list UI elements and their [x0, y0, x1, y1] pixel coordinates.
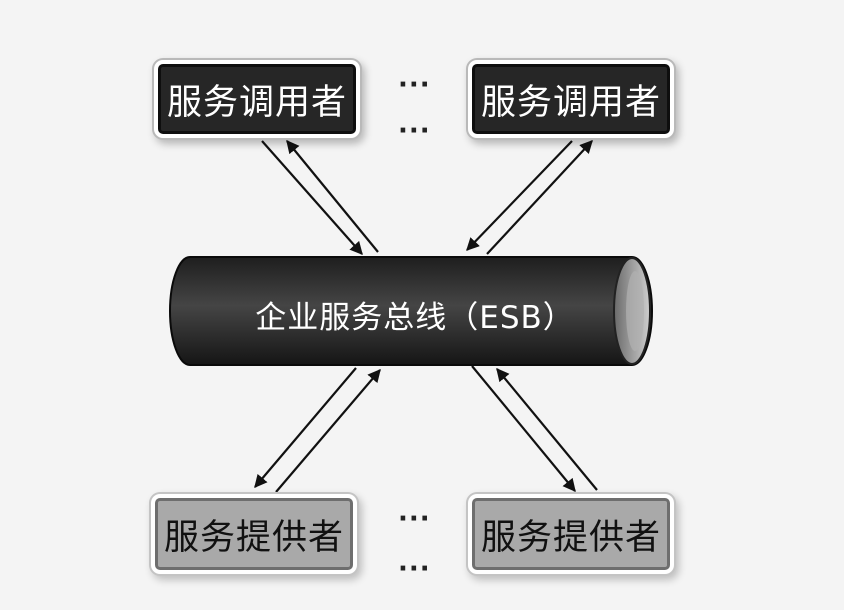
arrow-consumer-right-to-bus — [466, 140, 573, 251]
service-consumer-right: 服务调用者 — [472, 64, 670, 134]
arrow-provider-left-to-bus — [275, 369, 381, 493]
ellipsis-bottom-1: ··· — [398, 504, 431, 534]
ellipsis-bottom-2: ··· — [398, 554, 431, 584]
esb-bus — [169, 256, 653, 366]
bus-label: 企业服务总线（ESB） — [255, 300, 575, 336]
service-provider-right: 服务提供者 — [472, 498, 670, 570]
arrow-consumer-left-to-bus — [261, 140, 363, 255]
arrow-bus-to-consumer-left — [286, 139, 379, 253]
ellipsis-top-1: ··· — [398, 70, 431, 100]
bus-end-cap-inner — [626, 271, 644, 351]
service-provider-left: 服务提供者 — [155, 498, 353, 570]
arrow-bus-to-provider-right — [471, 365, 576, 493]
service-consumer-left: 服务调用者 — [158, 64, 356, 134]
arrows — [254, 139, 598, 493]
ellipsis-top-2: ··· — [398, 116, 431, 146]
arrow-provider-right-to-bus — [496, 367, 598, 491]
arrow-bus-to-provider-left — [254, 367, 357, 488]
arrow-bus-to-consumer-right — [486, 140, 593, 255]
